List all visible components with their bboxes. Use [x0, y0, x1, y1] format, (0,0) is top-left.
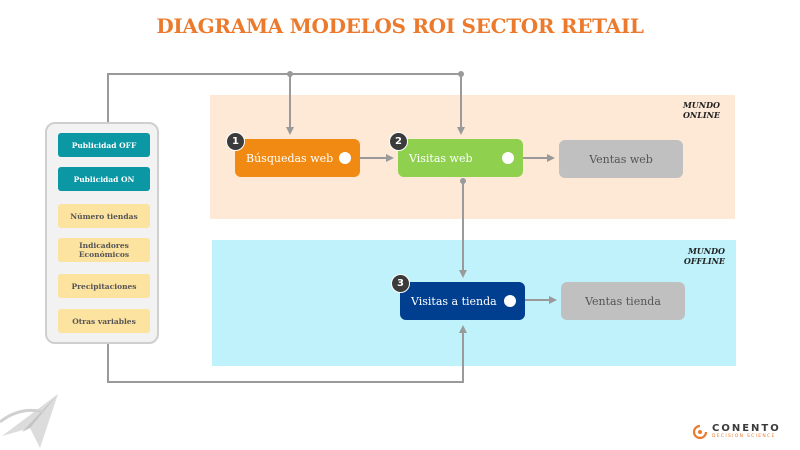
paper-plane-icon: [0, 394, 58, 448]
node-label: Búsquedas web: [246, 151, 334, 165]
brand-logo: CONENTO DECISION SCIENCE: [692, 424, 781, 440]
node-ventas-tienda: Ventas tienda: [561, 282, 685, 320]
zone-label-online: MUNDO ONLINE: [682, 100, 720, 120]
junction-dot: [287, 71, 293, 77]
variable-otras: Otras variables: [58, 309, 150, 333]
brand-name: CONENTO: [712, 423, 781, 434]
node-busquedas-web: Búsquedas web: [235, 139, 360, 177]
node-label: Ventas tienda: [585, 294, 661, 308]
node-label: Ventas web: [589, 152, 653, 166]
variable-publicidad-off: Publicidad OFF: [58, 133, 150, 157]
variable-numero-tiendas: Número tiendas: [58, 204, 150, 228]
feed-line-bottom: [107, 325, 467, 383]
brand-tagline: DECISION SCIENCE: [712, 434, 776, 439]
step-badge-1: 1: [226, 132, 245, 151]
node-label: Visitas a tienda: [411, 294, 497, 308]
variable-publicidad-on: Publicidad ON: [58, 167, 150, 191]
output-port: [504, 295, 516, 307]
variable-indicadores-economicos: Indicadores Económicos: [58, 238, 150, 262]
variables-panel: Publicidad OFF Publicidad ON Número tien…: [45, 122, 159, 344]
output-port: [502, 152, 514, 164]
page-title: DIAGRAMA MODELOS ROI SECTOR RETAIL: [156, 14, 644, 38]
step-badge-3: 3: [391, 274, 410, 293]
conento-swirl-icon: [692, 424, 708, 440]
junction-dot: [458, 71, 464, 77]
feed-line-top: [107, 73, 461, 122]
variable-precipitaciones: Precipitaciones: [58, 274, 150, 298]
node-ventas-web: Ventas web: [559, 140, 683, 178]
zone-label-offline: MUNDO OFFLINE: [683, 246, 725, 266]
junction-dot: [460, 178, 466, 184]
node-visitas-tienda: Visitas a tienda: [400, 282, 525, 320]
node-label: Visitas web: [409, 151, 473, 165]
step-badge-2: 2: [389, 132, 408, 151]
node-visitas-web: Visitas web: [398, 139, 523, 177]
output-port: [339, 152, 351, 164]
